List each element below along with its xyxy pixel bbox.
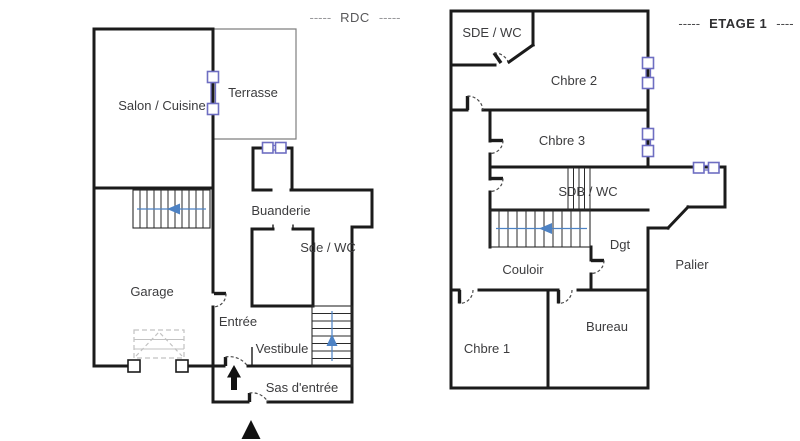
- door-chbre1: [457, 289, 474, 305]
- room-label-bureau: Bureau: [586, 319, 628, 334]
- door-garage-entree: [213, 291, 227, 308]
- door-chbre3: [489, 138, 504, 155]
- room-label-dgt: Dgt: [610, 237, 631, 252]
- window-icon-buanderie: [261, 141, 287, 154]
- window-icon-chbre3: [641, 127, 655, 158]
- rdc-walls: [92, 27, 374, 404]
- stair-arrow-left-icon: [539, 223, 552, 234]
- stairs-upper-flight: [567, 167, 591, 211]
- post-icon: [175, 359, 189, 373]
- stair-arrow-left-icon: [167, 203, 180, 215]
- post-icon: [127, 359, 141, 373]
- window-icon-salon: [206, 70, 220, 116]
- door-sde-wc: [492, 52, 509, 64]
- door-chbre2: [465, 95, 484, 111]
- stairs-vestibule: [311, 305, 353, 367]
- room-label-sas: Sas d'entrée: [266, 380, 339, 395]
- door-sdb: [489, 176, 504, 193]
- door-dgt: [590, 258, 605, 275]
- room-label-sde-wc: SDE / WC: [462, 25, 521, 40]
- window-icon-sdb: [692, 161, 720, 174]
- room-label-couloir: Couloir: [502, 262, 544, 277]
- rdc-partitions: [251, 224, 294, 366]
- etage1-plan: SDE / WC Chbre 2 Chbre 3 SDB / WC Dgt Co…: [449, 9, 794, 390]
- door-entree-front: [223, 356, 248, 367]
- stair-treads: [573, 168, 585, 210]
- room-label-sde-wc: Sde / WC: [300, 240, 356, 255]
- room-label-sdb-wc: SDB / WC: [558, 184, 617, 199]
- entrance-arrow-inner-icon: [227, 365, 241, 390]
- room-label-entree: Entrée: [219, 314, 257, 329]
- stairs-etage1: [489, 209, 591, 248]
- rdc-plan: Salon / Cuisine Terrasse Buanderie Sde /…: [92, 10, 401, 439]
- room-label-garage: Garage: [130, 284, 173, 299]
- window-icon-chbre2: [641, 56, 655, 90]
- terrasse-outline: [213, 28, 297, 140]
- garage-door-icon: [133, 329, 185, 359]
- stair-arrow-up-icon: [326, 334, 338, 346]
- floor-title-etage1: -----ETAGE 1----: [678, 16, 793, 31]
- room-label-vestibule: Vestibule: [256, 341, 309, 356]
- stairs-garage: [132, 189, 211, 229]
- door-sas: [247, 392, 269, 403]
- room-label-palier: Palier: [675, 257, 709, 272]
- room-label-chbre2: Chbre 2: [551, 73, 597, 88]
- room-label-terrasse: Terrasse: [228, 85, 278, 100]
- room-label-chbre3: Chbre 3: [539, 133, 585, 148]
- room-label-buanderie: Buanderie: [251, 203, 310, 218]
- room-label-chbre1: Chbre 1: [464, 341, 510, 356]
- door-bureau: [556, 289, 573, 305]
- room-label-salon: Salon / Cuisine: [118, 98, 205, 113]
- entrance-arrow-outer-icon: [241, 420, 261, 439]
- floor-title-rdc: -----RDC-----: [310, 10, 401, 25]
